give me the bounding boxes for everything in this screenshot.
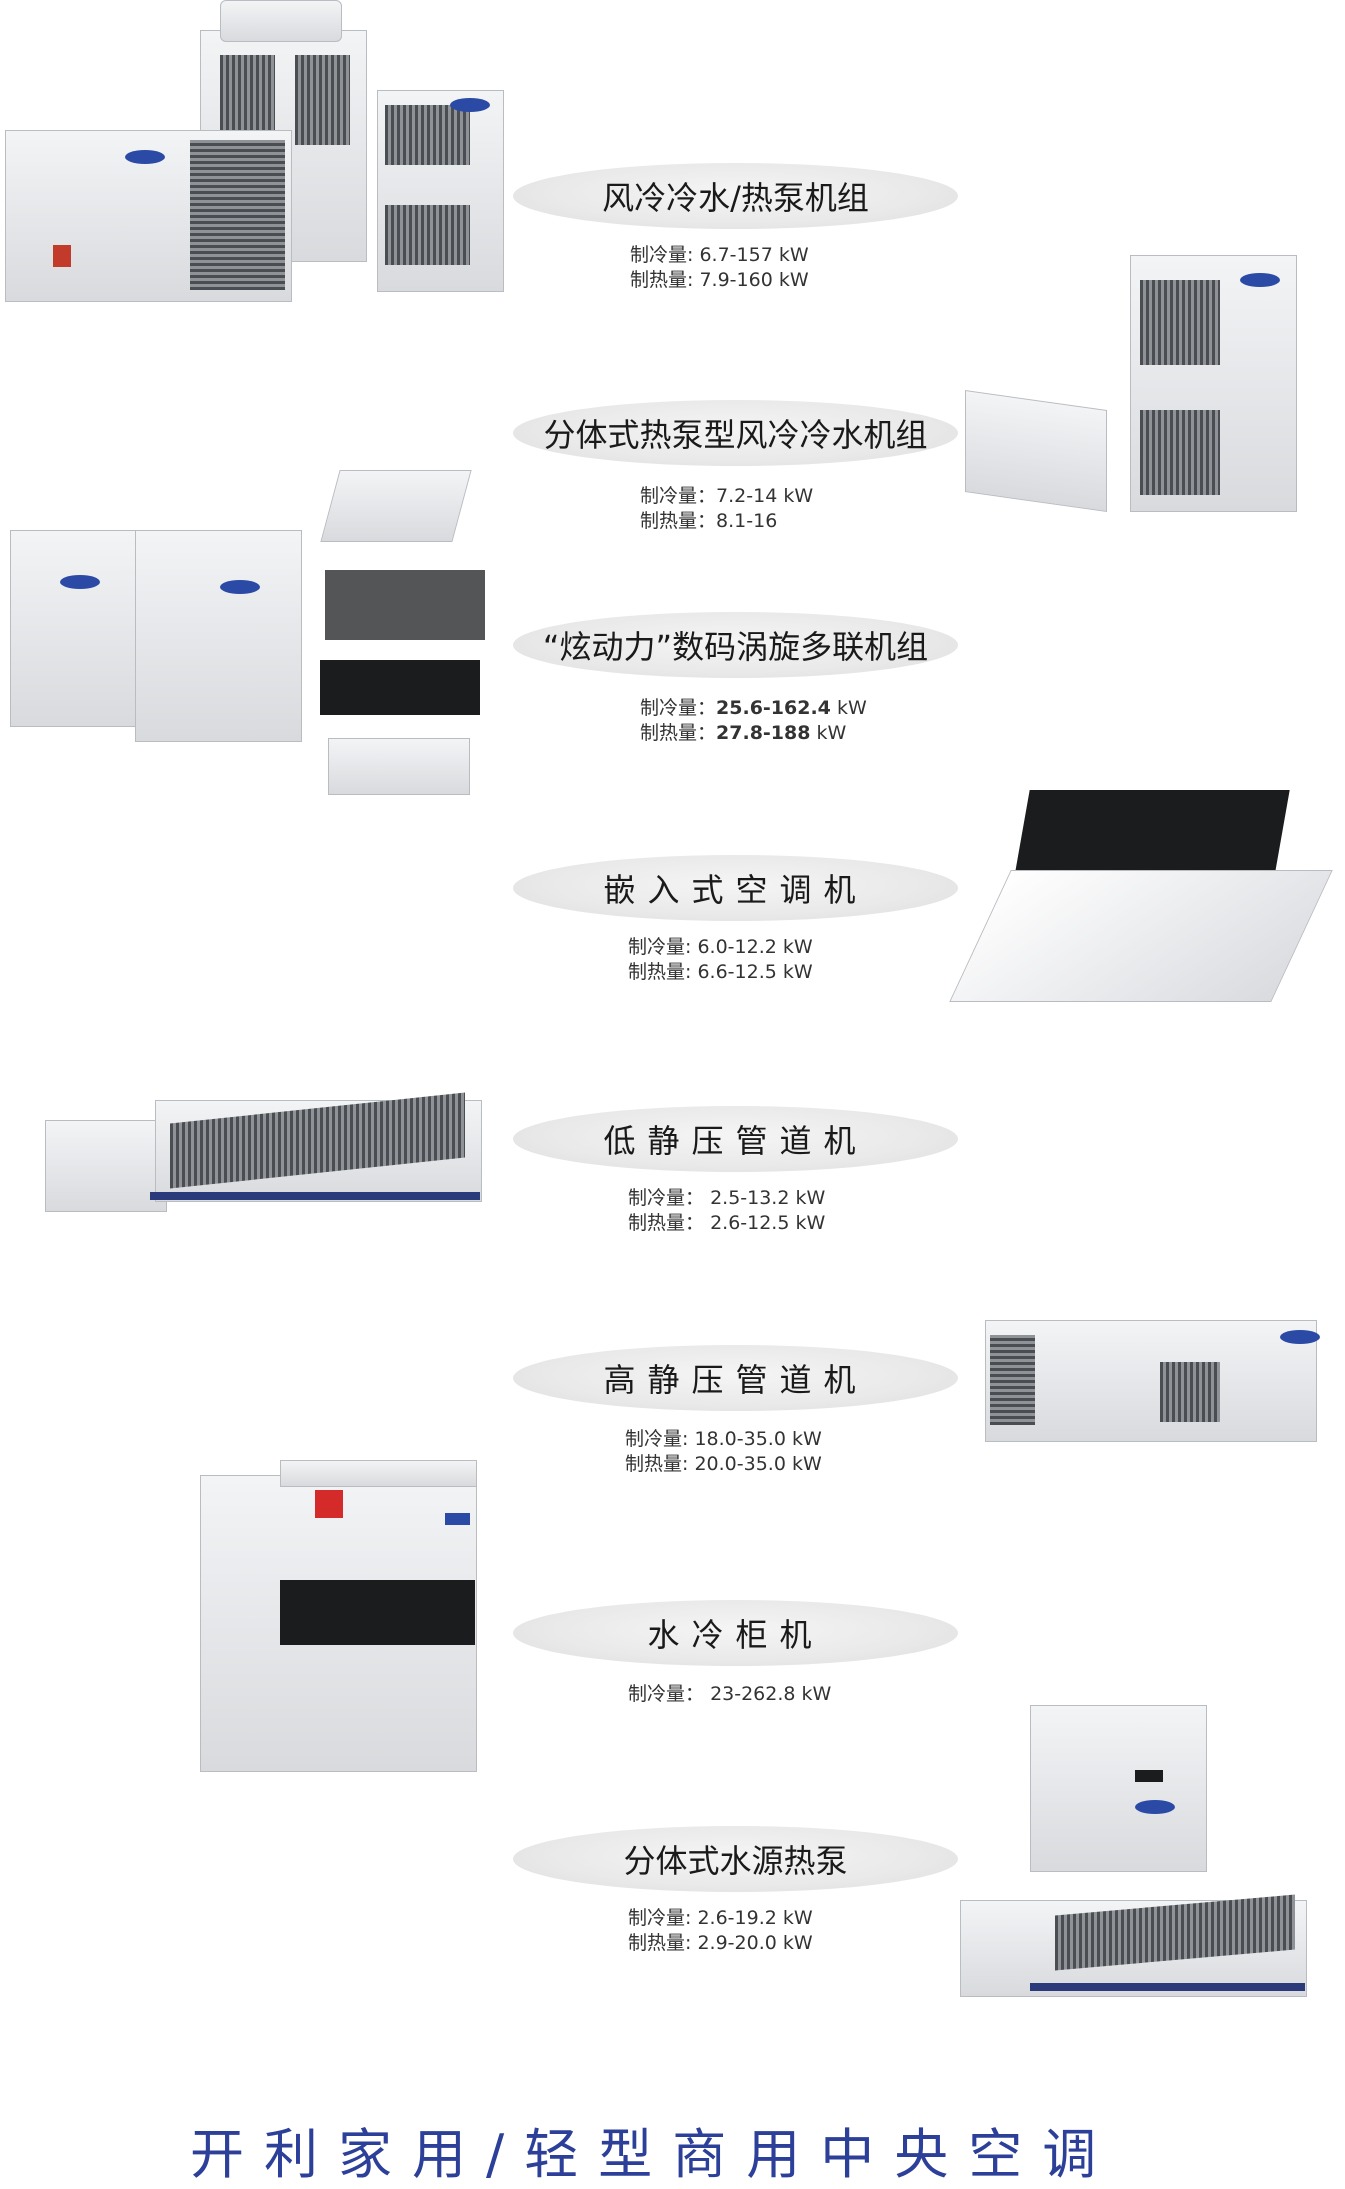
product-title-pill: 分体式热泵型风冷冷水机组 xyxy=(513,400,958,466)
product-image-low-static-duct xyxy=(45,1080,485,1225)
product-title-pill: 分体式水源热泵 xyxy=(513,1826,958,1892)
product-specs: 制冷量：25.6-162.4 kW 制热量：27.8-188 kW xyxy=(640,697,867,744)
product-title-pill: 低静压管道机 xyxy=(513,1106,958,1172)
product-specs: 制冷量: 6.0-12.2 kW 制热量: 6.6-12.5 kW xyxy=(628,936,813,983)
product-title-pill: 风冷冷水/热泵机组 xyxy=(513,163,958,229)
product-image-water-cooled-cabinet xyxy=(200,1455,480,1775)
product-title-pill: 水冷柜机 xyxy=(513,1600,958,1666)
product-specs: 制冷量: 6.7-157 kW 制热量: 7.9-160 kW xyxy=(630,244,809,291)
product-specs: 制冷量: 2.6-19.2 kW 制热量: 2.9-20.0 kW xyxy=(628,1907,813,1954)
product-image-high-static-duct xyxy=(985,1320,1320,1445)
product-specs: 制冷量： 23-262.8 kW xyxy=(628,1683,832,1705)
product-title-pill: “炫动力”数码涡旋多联机组 xyxy=(513,612,958,678)
product-title: 水冷柜机 xyxy=(647,1616,824,1654)
product-image-split-heat-pump-chiller xyxy=(965,255,1305,520)
product-title: 嵌入式空调机 xyxy=(603,871,868,909)
product-image-air-cooled-chiller xyxy=(5,0,505,320)
product-title: 风冷冷水/热泵机组 xyxy=(602,179,869,217)
product-image-digital-scroll-vrf xyxy=(10,470,500,800)
product-specs: 制冷量：7.2-14 kW 制热量：8.1-16 xyxy=(640,485,814,532)
footer-title: 开利家用/轻型商用中央空调 xyxy=(190,2123,1117,2186)
product-specs: 制冷量： 2.5-13.2 kW 制热量： 2.6-12.5 kW xyxy=(628,1187,826,1234)
product-title-pill: 高静压管道机 xyxy=(513,1345,958,1411)
product-image-water-source-heat-pump xyxy=(960,1705,1310,2005)
product-title: 低静压管道机 xyxy=(603,1122,868,1160)
product-specs: 制冷量: 18.0-35.0 kW 制热量: 20.0-35.0 kW xyxy=(625,1428,822,1475)
product-title: “炫动力”数码涡旋多联机组 xyxy=(542,628,929,666)
product-title: 分体式水源热泵 xyxy=(623,1842,848,1880)
product-title-pill: 嵌入式空调机 xyxy=(513,855,958,921)
product-title: 高静压管道机 xyxy=(603,1361,868,1399)
product-image-cassette xyxy=(949,780,1333,1010)
product-title: 分体式热泵型风冷冷水机组 xyxy=(543,416,928,454)
